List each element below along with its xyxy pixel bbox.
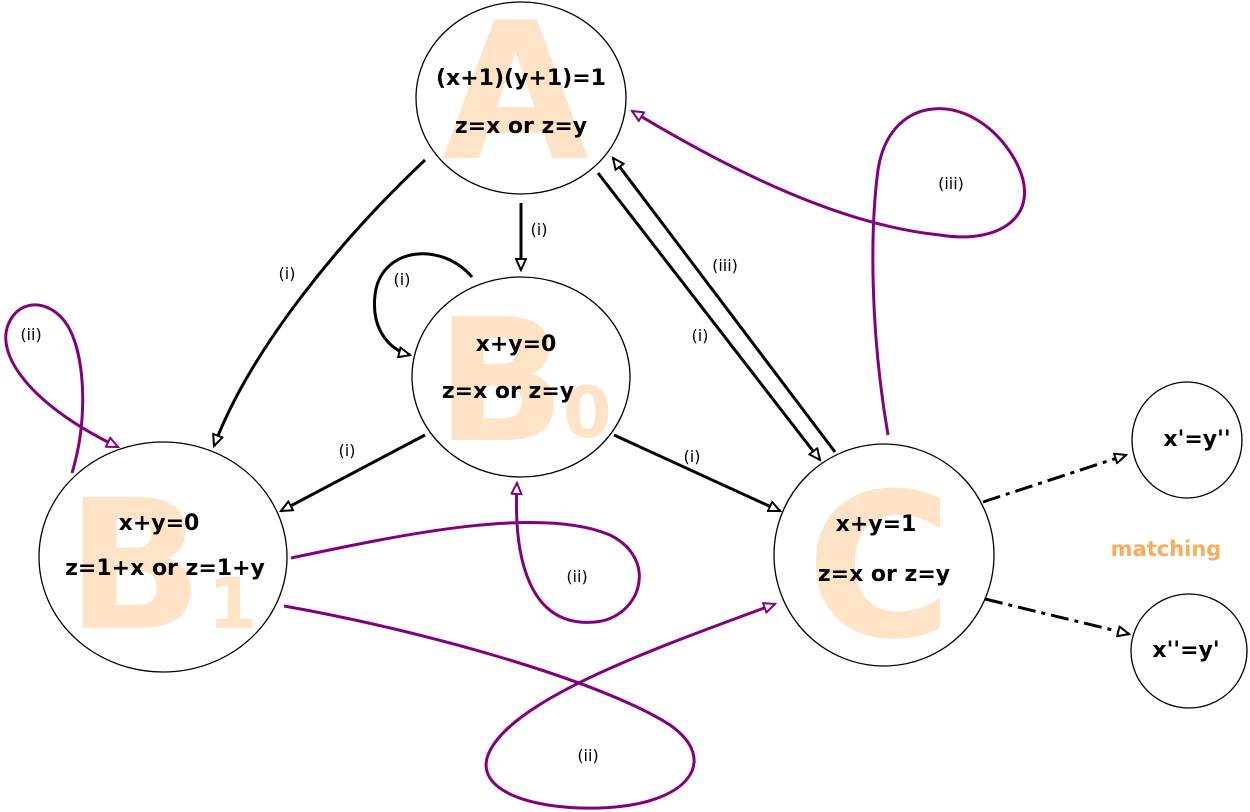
edge-b0-loop (372, 252, 474, 355)
node-b1-subscript: 1 (208, 563, 257, 645)
node-x1-circle (1131, 381, 1243, 499)
node-b1-line2: z=1+x or z=1+y (65, 556, 265, 581)
edge-b1-loop (4, 303, 118, 474)
node-x1-label: x'=y'' (1163, 427, 1230, 452)
node-b0-line1: x+y=0 (476, 332, 557, 357)
edge-c-loop-to-a (632, 107, 1027, 436)
label-b0-b1: (i) (339, 441, 356, 460)
label-b1-loop: (ii) (20, 325, 41, 344)
node-b0-line2: z=x or z=y (442, 379, 574, 404)
label-a-b0: (i) (531, 220, 548, 239)
node-a-circle (415, 1, 627, 195)
node-b0-circle (411, 276, 631, 478)
matching-label: matching (1111, 537, 1222, 561)
node-c-circle (773, 443, 995, 667)
label-c-a: (iii) (712, 256, 738, 275)
node-c-line2: z=x or z=y (818, 562, 950, 587)
node-c-letter: C (806, 451, 953, 684)
node-b1-line1: x+y=0 (119, 511, 200, 536)
edge-c-x1 (982, 455, 1126, 504)
node-b0-subscript: 0 (563, 372, 612, 454)
edge-b1-b0 (290, 483, 641, 624)
node-x2-circle (1130, 593, 1248, 709)
node-a-line2: z=x or z=y (455, 114, 587, 139)
label-b1-c: (ii) (577, 746, 598, 765)
label-a-c: (i) (692, 326, 709, 345)
edge-b0-b1 (281, 433, 426, 513)
node-x2-label: x''=y' (1152, 638, 1219, 663)
label-a-b1: (i) (279, 264, 296, 283)
edge-a-b1 (214, 158, 427, 446)
node-b1-letter: B (66, 462, 203, 671)
label-b0-c: (i) (684, 447, 701, 466)
edge-b0-c (613, 433, 780, 513)
label-b1-b0: (ii) (566, 567, 587, 586)
edge-c-a (613, 158, 837, 453)
node-a-line1: (x+1)(y+1)=1 (436, 66, 606, 91)
edge-b1-c (283, 604, 775, 810)
label-c-loop: (iii) (938, 174, 964, 193)
node-b0-letter: B (436, 283, 566, 481)
edge-c-x2 (984, 597, 1129, 634)
label-b0-loop: (i) (394, 270, 411, 289)
node-a-letter: A (442, 0, 589, 203)
node-b1-circle (38, 441, 288, 673)
node-c-line1: x+y=1 (836, 512, 917, 537)
edge-a-c (596, 172, 820, 460)
